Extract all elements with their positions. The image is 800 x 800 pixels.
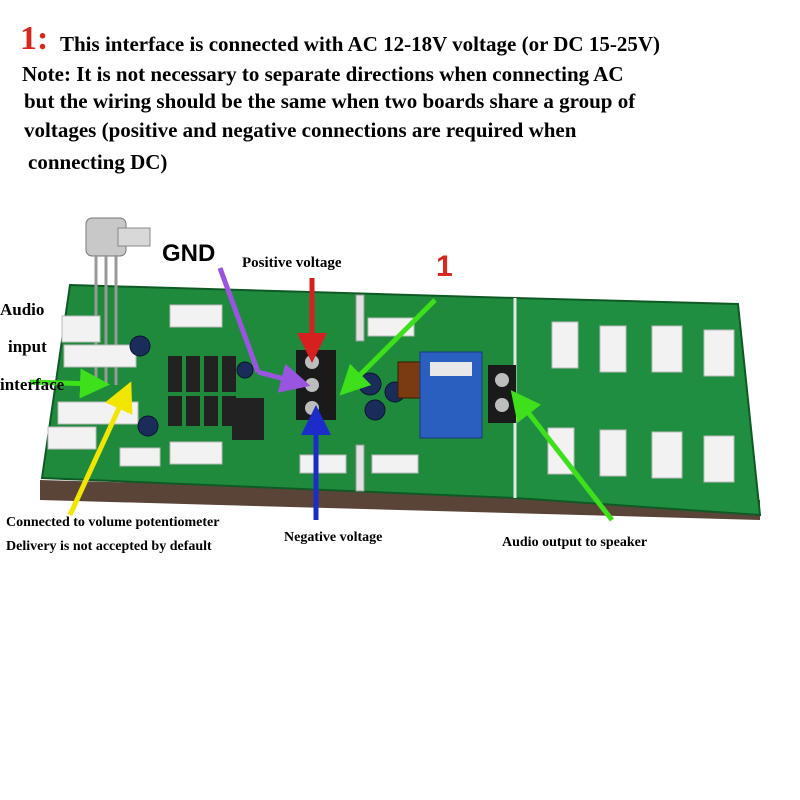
arrow-gnd-head xyxy=(257,363,311,393)
arrow-gnd xyxy=(217,267,261,373)
negative-voltage-label: Negative voltage xyxy=(284,530,383,545)
header-line-5: connecting DC) xyxy=(28,150,168,174)
header-line-1: This interface is connected with AC 12-1… xyxy=(60,32,660,56)
header-line-3: but the wiring should be the same when t… xyxy=(24,89,636,113)
header-line-4: voltages (positive and negative connecti… xyxy=(24,118,577,142)
arrow-volume-pot xyxy=(67,381,133,517)
power-terminal-block-icon xyxy=(296,350,336,420)
transistor-array xyxy=(168,356,264,440)
input-label: input xyxy=(8,337,47,356)
speaker-terminal-block-icon xyxy=(488,365,516,423)
interface-label: interface xyxy=(0,375,65,394)
relay-icon xyxy=(419,351,483,439)
delivery-note-label: Delivery is not accepted by default xyxy=(6,539,212,554)
arrow-audio-output xyxy=(510,390,614,522)
gnd-label: GND xyxy=(162,240,216,267)
marker-one-label: 1 xyxy=(436,250,453,283)
header-line-2: Note: It is not necessary to separate di… xyxy=(22,62,624,86)
audio-output-label: Audio output to speaker xyxy=(502,535,648,550)
volume-pot-label: Connected to volume potentiometer xyxy=(6,515,220,530)
board-base-shadow xyxy=(40,480,760,520)
arrow-audio-input xyxy=(29,368,110,399)
fuses xyxy=(355,294,365,492)
audio-label: Audio xyxy=(0,300,45,319)
positive-voltage-label: Positive voltage xyxy=(242,255,342,271)
arrow-marker-1 xyxy=(339,298,437,396)
header-number: 1: xyxy=(20,20,49,57)
inductor xyxy=(397,361,421,399)
